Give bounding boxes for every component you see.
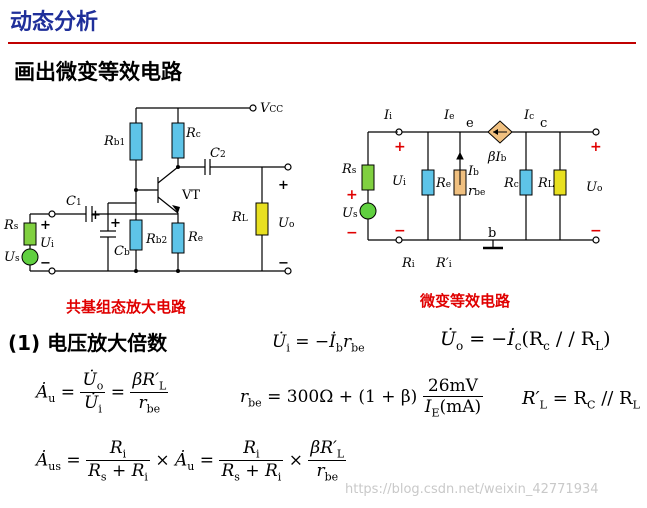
svg-text:Ic: Ic xyxy=(523,108,534,123)
svg-text:+: + xyxy=(40,218,51,233)
watermark: https://blog.csdn.net/weixin_42771934 xyxy=(345,482,599,497)
section-heading: (1) 电压放大倍数 xyxy=(8,331,168,355)
svg-text:Rc: Rc xyxy=(185,126,201,141)
svg-text:Rb2: Rb2 xyxy=(145,232,167,247)
rl-prime-equation: R′L = RC // RL xyxy=(522,388,640,412)
svg-text:+: + xyxy=(394,139,406,155)
svg-text:−: − xyxy=(40,256,51,271)
svg-text:−: − xyxy=(346,225,358,241)
svg-text:Cb: Cb xyxy=(114,244,130,259)
svg-text:Ui: Ui xyxy=(392,174,406,189)
svg-text:Uo: Uo xyxy=(586,180,602,195)
svg-text:−: − xyxy=(590,223,602,239)
svg-text:C1: C1 xyxy=(66,194,82,209)
ui-equation: U̇i = −İbrbe xyxy=(272,332,365,355)
svg-text:Re: Re xyxy=(187,230,203,245)
svg-text:RL: RL xyxy=(231,210,248,225)
svg-text:Rs: Rs xyxy=(341,162,357,177)
svg-text:VT: VT xyxy=(181,188,200,203)
svg-text:Ii: Ii xyxy=(383,108,392,123)
common-base-circuit: VCC Rb1 Rc C2 VT C1 Rb2 Re Cb Rs Ui Us R… xyxy=(3,101,294,275)
svg-text:+: + xyxy=(590,139,602,155)
right-caption: 微变等效电路 xyxy=(420,292,511,310)
svg-text:Rc: Rc xyxy=(503,176,519,191)
svg-text:+: + xyxy=(278,178,289,193)
svg-text:+: + xyxy=(110,216,121,231)
svg-text:Ie: Ie xyxy=(443,108,454,123)
left-caption: 共基组态放大电路 xyxy=(66,298,187,316)
vcc-label: VCC xyxy=(260,101,283,116)
svg-text:b: b xyxy=(488,226,496,241)
svg-text:Rb1: Rb1 xyxy=(103,134,125,149)
svg-text:rbe: rbe xyxy=(468,184,485,199)
svg-text:βIb: βIb xyxy=(487,150,507,165)
page-title: 动态分析 xyxy=(10,10,99,35)
svg-text:Us: Us xyxy=(4,250,20,265)
svg-text:Ri: Ri xyxy=(401,256,415,271)
uo-equation: U̇o = −İc(Rc / / RL) xyxy=(440,328,611,353)
svg-text:−: − xyxy=(278,256,289,271)
svg-text:R′i: R′i xyxy=(435,256,452,271)
svg-text:Ui: Ui xyxy=(40,236,54,251)
small-signal-circuit: Ii Ie e Ic c βIb Rs Ui Re Ib rbe Rc RL U… xyxy=(341,108,602,271)
svg-text:Ib: Ib xyxy=(467,164,479,179)
svg-text:RL: RL xyxy=(537,176,554,191)
svg-text:Uo: Uo xyxy=(278,216,294,231)
svg-text:C2: C2 xyxy=(210,146,226,161)
svg-text:Rs: Rs xyxy=(3,218,19,233)
svg-text:+: + xyxy=(346,187,358,203)
svg-text:c: c xyxy=(540,116,547,131)
svg-text:e: e xyxy=(466,116,474,131)
svg-text:−: − xyxy=(394,223,406,239)
svg-text:Re: Re xyxy=(435,176,451,191)
title-divider xyxy=(8,42,636,44)
svg-text:+: + xyxy=(90,208,101,223)
svg-text:Us: Us xyxy=(342,206,358,221)
subtitle: 画出微变等效电路 xyxy=(14,60,182,84)
